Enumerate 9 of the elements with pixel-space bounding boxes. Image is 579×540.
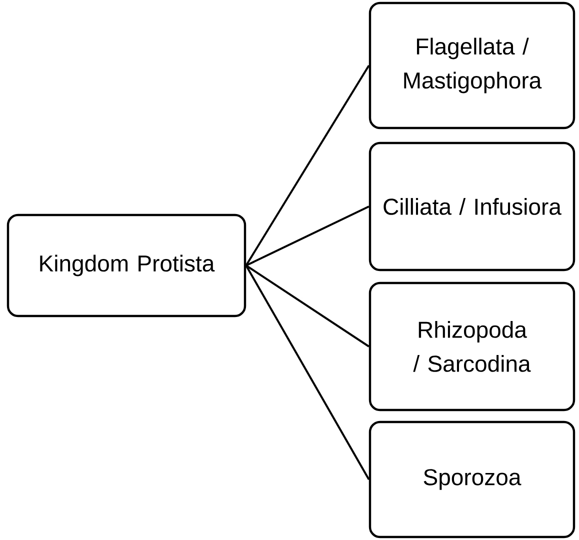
category-box: Sporozoa: [368, 420, 576, 538]
connector-line: [246, 206, 370, 266]
connector-line: [246, 264, 370, 348]
category-box: Rhizopoda / Sarcodina: [368, 282, 576, 412]
category-box: Cilliata / Infusiora: [368, 142, 576, 272]
category-box: Kingdom Protista: [6, 214, 246, 318]
category-box: Flagellata / Mastigophora: [368, 2, 576, 130]
connector-line: [245, 64, 370, 266]
connector-line: [245, 265, 370, 480]
